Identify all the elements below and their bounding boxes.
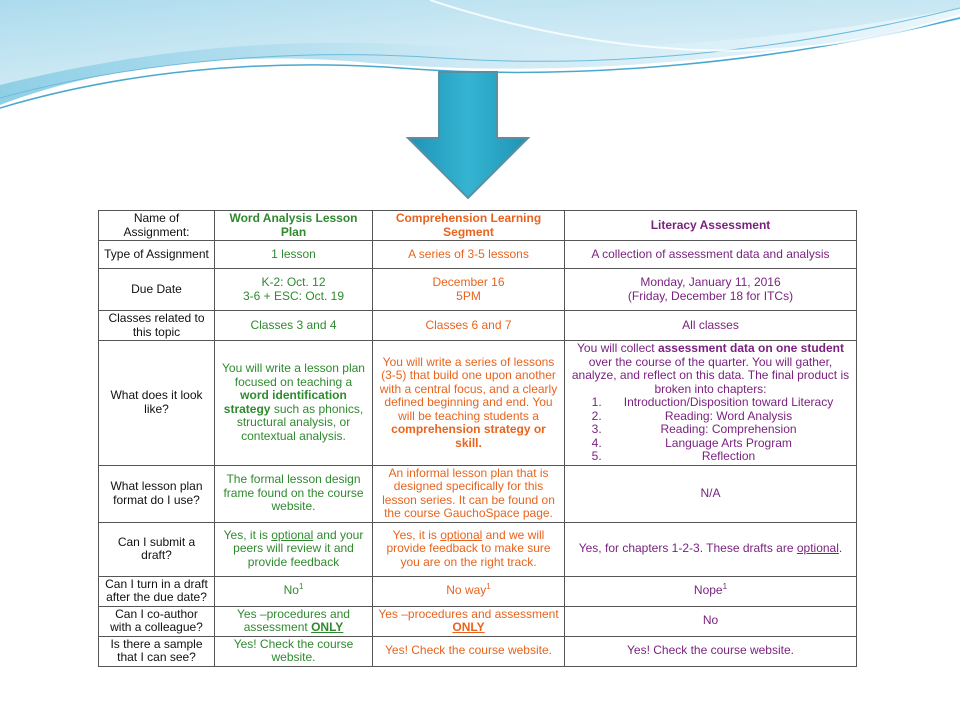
list-item: Reading: Comprehension [605, 422, 852, 437]
table-cell: No1 [214, 575, 373, 607]
row-label: Type of Assignment [98, 240, 215, 269]
table-row: Classes related to this topic Classes 3 … [98, 310, 857, 341]
table-cell: Yes, it is optional and we will provide … [372, 521, 565, 577]
down-arrow-icon [405, 71, 531, 200]
row-label: What does it look like? [98, 340, 215, 466]
cell-text: and your peers will review it and provid… [233, 527, 364, 569]
table-cell: Monday, January 11, 2016 (Friday, Decemb… [564, 268, 857, 311]
row-label: What lesson plan format do I use? [98, 464, 215, 523]
table-cell: You will write a lesson plan focused on … [214, 340, 373, 466]
table-header-row: Name of Assignment: Word Analysis Lesson… [98, 210, 857, 241]
table-row: Type of Assignment 1 lesson A series of … [98, 240, 857, 269]
cell-text: Yes –procedures and assessment [378, 606, 559, 621]
table-row: Can I turn in a draft after the due date… [98, 575, 857, 607]
list-item: Reflection [605, 449, 852, 464]
table-row: Due Date K-2: Oct. 12 3-6 + ESC: Oct. 19… [98, 268, 857, 311]
header-wave-decoration [0, 0, 960, 109]
table-row: What does it look like? You will write a… [98, 340, 857, 466]
table-cell: All classes [564, 310, 857, 341]
table-cell: December 16 5PM [372, 268, 565, 311]
table-cell: Yes! Check the course website. [372, 635, 565, 667]
cell-emphasis: word identification strategy [223, 388, 347, 416]
footnote-marker: 1 [298, 582, 304, 592]
table-cell: Yes, it is optional and your peers will … [214, 521, 373, 577]
table-row: Can I submit a draft? Yes, it is optiona… [98, 521, 857, 577]
cell-emphasis: assessment data on one student [657, 341, 844, 355]
cell-text: over the course of the quarter. You will… [571, 354, 850, 396]
table-row: Is there a sample that I can see? Yes! C… [98, 635, 857, 667]
cell-text: and we will provide feedback to make sur… [386, 527, 551, 569]
list-item: Introduction/Disposition toward Literacy [605, 395, 852, 410]
table-cell: You will write a series of lessons (3-5)… [372, 340, 565, 466]
cell-underline: ONLY [311, 620, 344, 634]
due-date-line: 3-6 + ESC: Oct. 19 [242, 288, 345, 303]
table-cell: Classes 6 and 7 [372, 310, 565, 341]
table-row: What lesson plan format do I use? The fo… [98, 464, 857, 523]
header-literacy-assessment: Literacy Assessment [564, 210, 857, 241]
table-row: Can I co-author with a colleague? Yes –p… [98, 605, 857, 637]
cell-text: Yes, for chapters 1-2-3. These drafts ar… [578, 541, 797, 556]
table-cell: Yes –procedures and assessment ONLY [214, 605, 373, 637]
cell-text: . [838, 541, 843, 556]
header-name-of-assignment: Name of Assignment: [98, 210, 215, 241]
table-cell: A collection of assessment data and anal… [564, 240, 857, 269]
due-date-line: K-2: Oct. 12 [261, 275, 326, 289]
table-cell: Nope1 [564, 575, 857, 607]
cell-underline: ONLY [452, 620, 485, 634]
due-date-line: December 16 [432, 275, 505, 289]
table-cell: Yes! Check the course website. [564, 635, 857, 667]
cell-text: You will write a series of lessons (3-5)… [379, 354, 558, 423]
cell-underline: optional [440, 527, 483, 542]
cell-text: Nope [693, 583, 723, 598]
cell-text: Yes –procedures and assessment [237, 606, 350, 634]
cell-emphasis: comprehension strategy or skill. [391, 422, 546, 450]
cell-underline: optional [796, 541, 839, 556]
cell-text: You will collect [577, 341, 658, 355]
due-date-line: (Friday, December 18 for ITCs) [627, 288, 794, 303]
row-label: Can I co-author with a colleague? [98, 605, 215, 637]
footnote-marker: 1 [722, 582, 728, 592]
row-label: Due Date [98, 268, 215, 311]
row-label: Is there a sample that I can see? [98, 635, 215, 667]
table-cell: Yes –procedures and assessment ONLY [372, 605, 565, 637]
cell-text: Yes, it is [392, 527, 441, 542]
table-cell: No way1 [372, 575, 565, 607]
table-cell: The formal lesson design frame found on … [214, 464, 373, 523]
cell-text: You will write a lesson plan focused on … [222, 361, 365, 389]
list-item: Reading: Word Analysis [605, 409, 852, 424]
assignment-comparison-table: Name of Assignment: Word Analysis Lesson… [98, 210, 857, 667]
cell-text: such as phonics, structural analysis, or… [236, 401, 364, 443]
footnote-marker: 1 [486, 582, 491, 592]
table-cell: Yes, for chapters 1-2-3. These drafts ar… [564, 521, 857, 577]
due-date-line: 5PM [456, 288, 481, 303]
header-word-analysis: Word Analysis Lesson Plan [214, 210, 373, 241]
header-comprehension: Comprehension Learning Segment [372, 210, 565, 241]
row-label: Can I turn in a draft after the due date… [98, 575, 215, 607]
row-label: Classes related to this topic [98, 310, 215, 341]
row-label: Can I submit a draft? [98, 521, 215, 577]
chapter-list: Introduction/Disposition toward Literacy… [569, 395, 852, 464]
cell-text: No way [446, 583, 487, 598]
table-cell: A series of 3-5 lessons [372, 240, 565, 269]
table-cell: Yes! Check the course website. [214, 635, 373, 667]
cell-text: Yes, it is [223, 527, 272, 542]
table-cell: N/A [564, 464, 857, 523]
table-cell: No [564, 605, 857, 637]
table-cell: 1 lesson [214, 240, 373, 269]
list-item: Language Arts Program [605, 436, 852, 451]
due-date-line: Monday, January 11, 2016 [640, 275, 781, 289]
table-cell: Classes 3 and 4 [214, 310, 373, 341]
cell-text: No [283, 583, 299, 598]
table-cell: K-2: Oct. 12 3-6 + ESC: Oct. 19 [214, 268, 373, 311]
table-cell: An informal lesson plan that is designed… [372, 464, 565, 523]
cell-underline: optional [271, 527, 314, 542]
table-cell: You will collect assessment data on one … [564, 340, 857, 466]
